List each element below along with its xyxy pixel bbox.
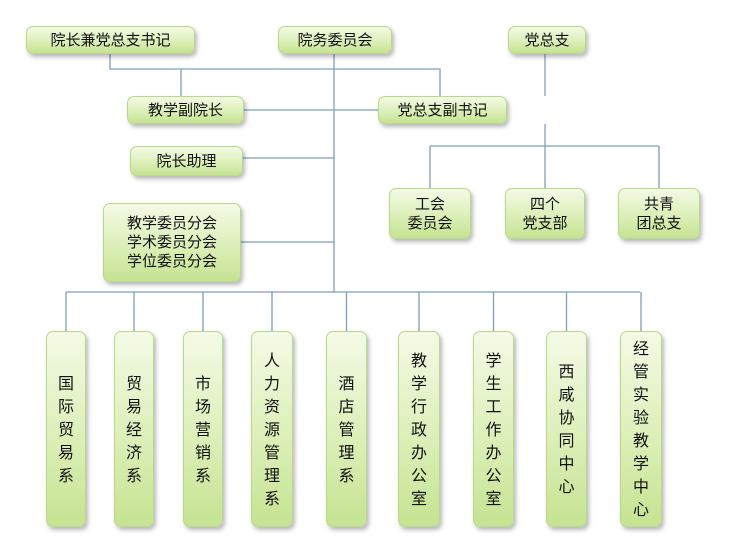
- department-label: 学生工作办公室: [485, 350, 502, 508]
- party-branch-node: 党总支: [508, 26, 586, 54]
- department-node: 学生工作办公室: [473, 331, 514, 527]
- party-unit-label: 共青 团总支: [636, 194, 682, 232]
- dean-assistant-node: 院长助理: [130, 146, 243, 176]
- department-label: 教学行政办公室: [410, 350, 427, 508]
- department-label: 市场营销系: [194, 373, 211, 485]
- party-unit-label: 四个 党支部: [522, 194, 568, 232]
- department-node: 市场营销系: [183, 331, 223, 527]
- deputy-secretary-node: 党总支副书记: [378, 96, 507, 124]
- party-unit-node: 共青 团总支: [618, 188, 700, 239]
- party-unit-label: 工会 委员会: [407, 194, 453, 232]
- dean-secretary-node: 院长兼党总支书记: [26, 26, 195, 54]
- department-node: 经管实验教学中心: [620, 331, 662, 527]
- department-node: 西咸协同中心: [546, 331, 587, 527]
- department-label: 经管实验教学中心: [632, 339, 649, 519]
- committees-label: 教学委员分会 学术委员分会 学位委员分会: [126, 214, 217, 270]
- council-node: 院务委员会: [278, 26, 392, 54]
- party-unit-node: 四个 党支部: [505, 188, 585, 239]
- department-node: 人力资源管理系: [251, 331, 293, 527]
- committees-node: 教学委员分会 学术委员分会 学位委员分会: [103, 203, 241, 282]
- connector-dean-to-secretary: [109, 54, 441, 96]
- deputy-secretary-label: 党总支副书记: [397, 100, 488, 119]
- department-label: 酒店管理系: [338, 373, 355, 485]
- department-node: 酒店管理系: [326, 331, 367, 527]
- department-node: 教学行政办公室: [398, 331, 440, 527]
- party-branch-label: 党总支: [524, 30, 570, 49]
- party-unit-node: 工会 委员会: [389, 188, 471, 239]
- vice-dean-label: 教学副院长: [147, 100, 223, 119]
- dean-assistant-label: 院长助理: [156, 151, 217, 170]
- vice-dean-node: 教学副院长: [127, 96, 244, 124]
- department-label: 西咸协同中心: [558, 362, 575, 496]
- council-label: 院务委员会: [297, 30, 373, 49]
- dean-secretary-label: 院长兼党总支书记: [50, 30, 171, 49]
- department-node: 贸易经济系: [114, 331, 154, 527]
- department-label: 人力资源管理系: [263, 350, 280, 508]
- department-label: 国际贸易系: [57, 373, 74, 485]
- department-node: 国际贸易系: [46, 331, 86, 527]
- department-label: 贸易经济系: [125, 373, 142, 485]
